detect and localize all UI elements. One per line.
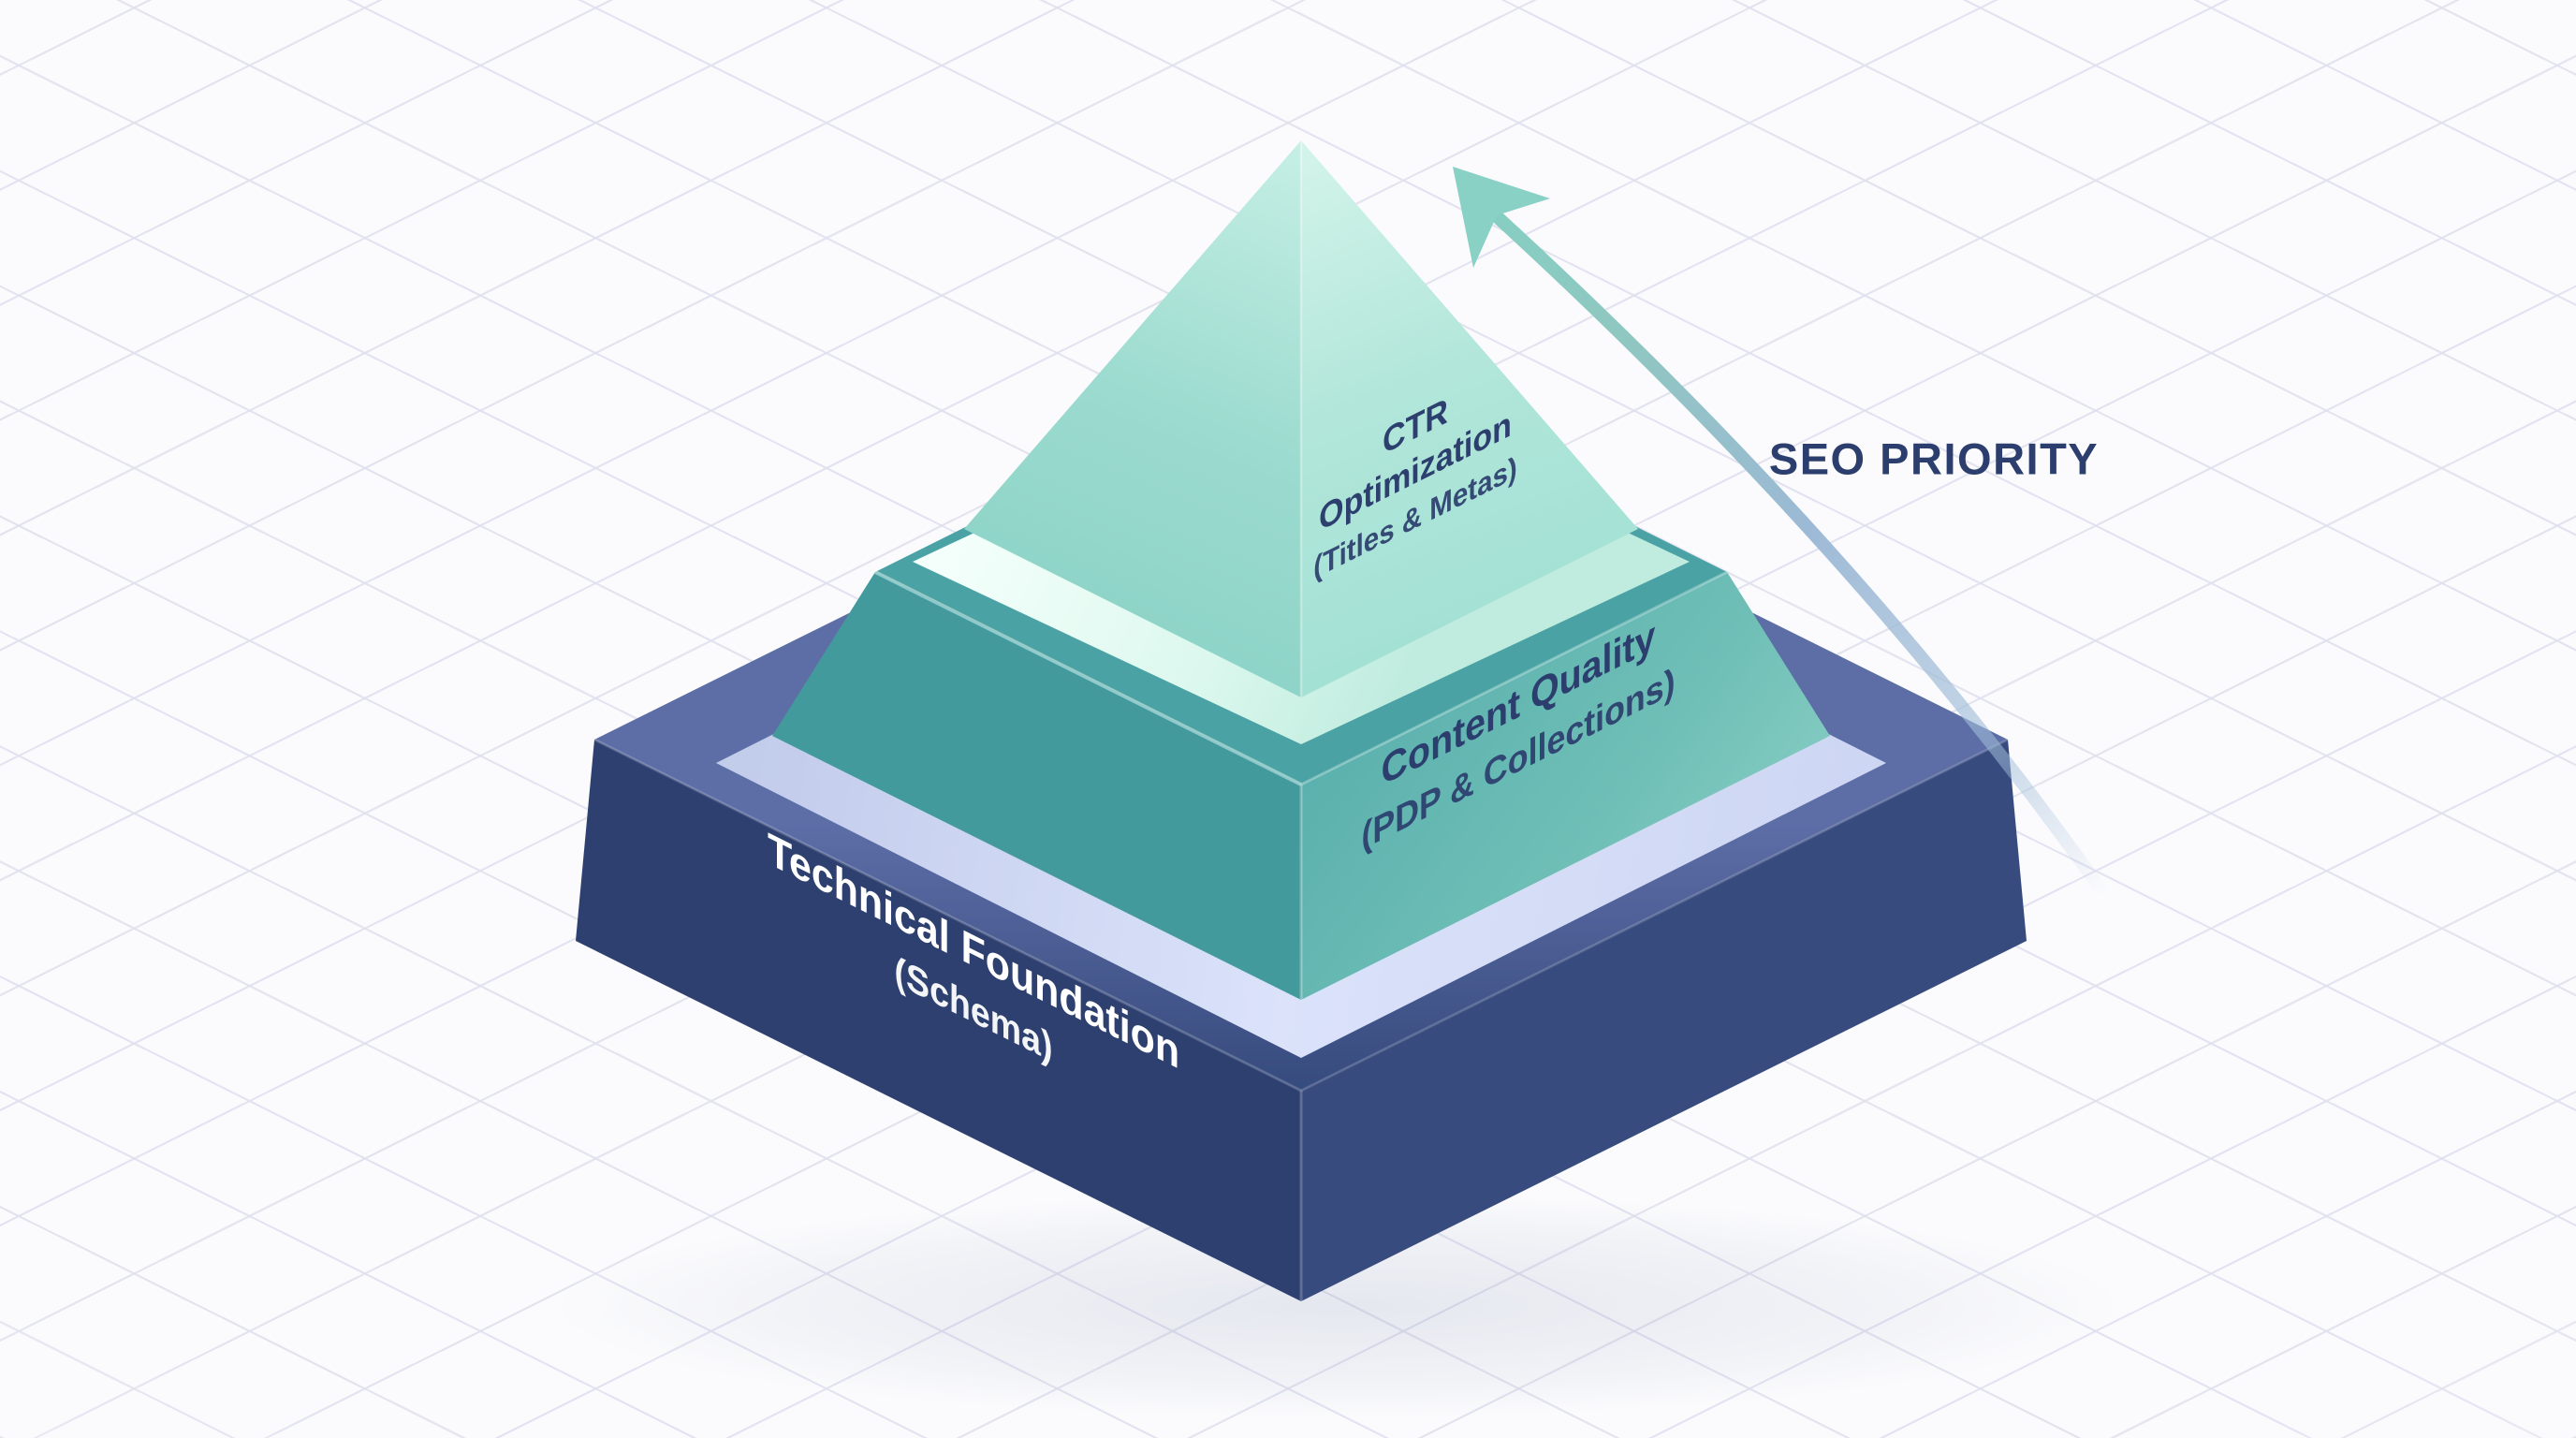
layer-bottom-left-face xyxy=(576,740,1301,1301)
layer-middle-left-face xyxy=(772,572,1301,1000)
arrow-head-icon xyxy=(1453,167,1550,268)
arrow-shaft xyxy=(1492,212,2111,901)
ground-shadow xyxy=(552,1194,2125,1418)
layer-middle-right-ridge-highlight xyxy=(1300,570,1728,786)
layer-bottom-right-ridge-highlight xyxy=(1300,738,2009,1093)
layer-middle-left-ridge-highlight xyxy=(874,570,1302,786)
layer-top-right-face xyxy=(1301,140,1638,697)
seo-priority-arrow xyxy=(1453,167,2111,901)
layer-top-left-face xyxy=(964,140,1301,697)
layer-middle-right-face xyxy=(1301,572,1830,1000)
seo-priority-label: SEO PRIORITY xyxy=(1769,433,2099,483)
layer-ctr-optimization xyxy=(964,140,1638,697)
layer-bottom-right-face xyxy=(1301,740,2027,1301)
layer-bottom-left-ridge-highlight xyxy=(593,738,1302,1093)
